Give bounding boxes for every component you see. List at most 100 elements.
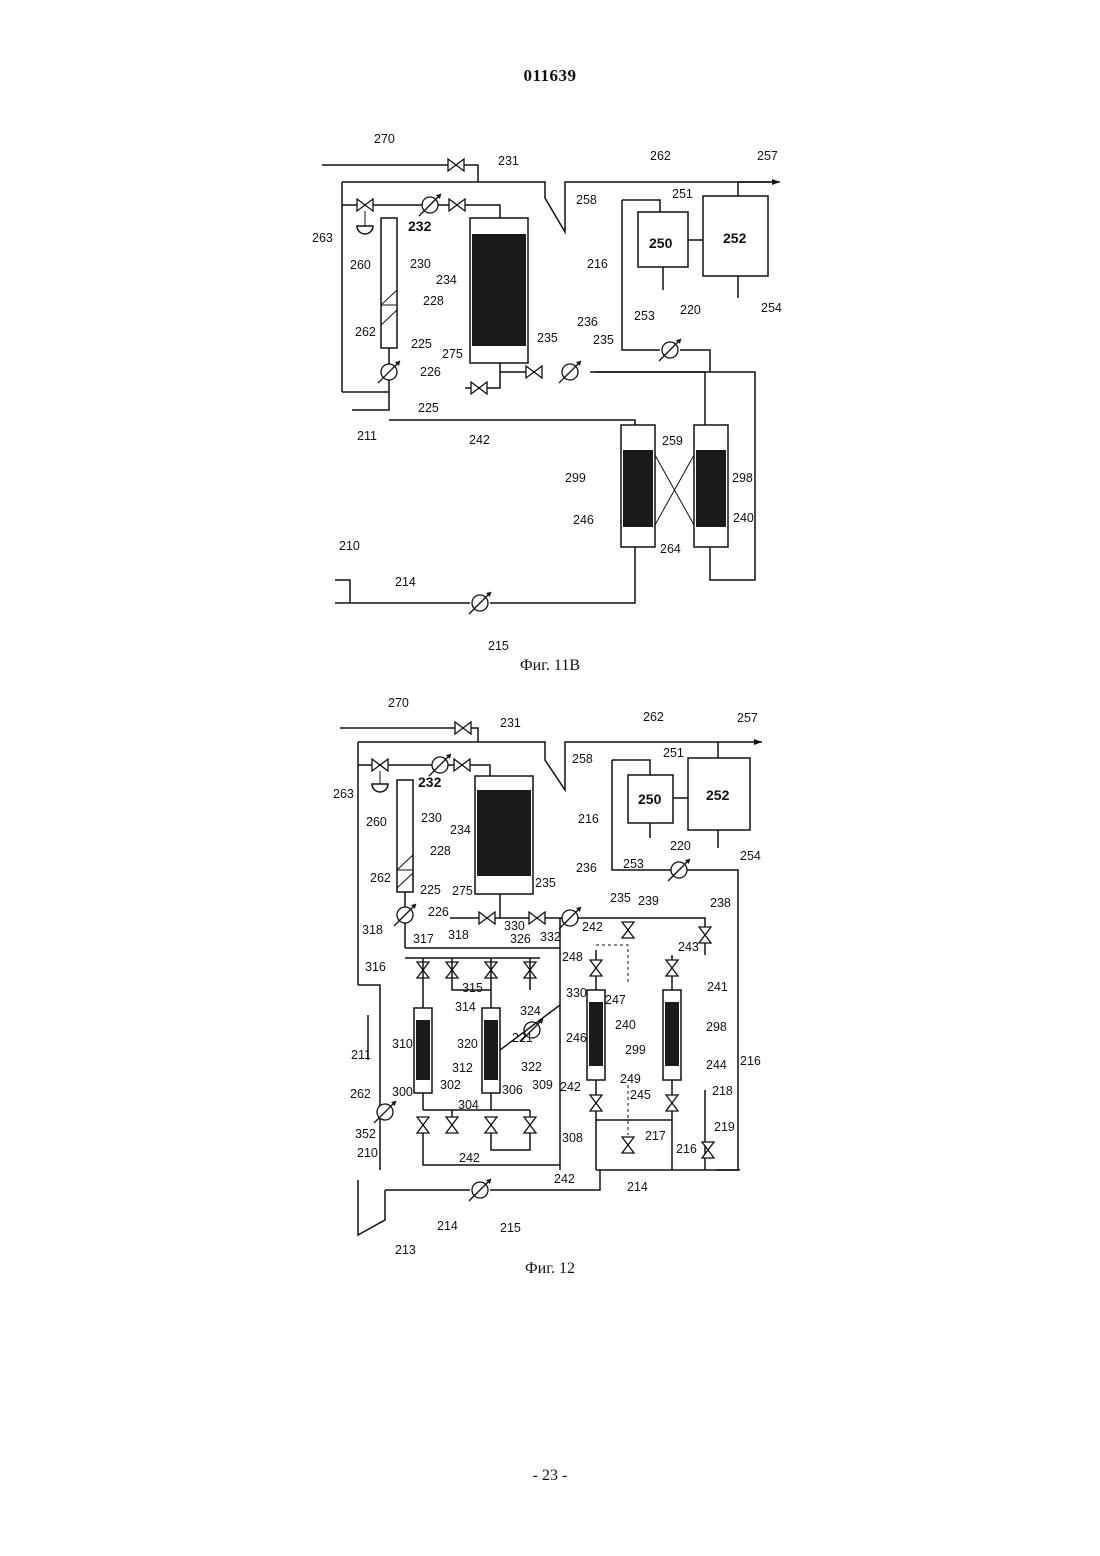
label: 260: [366, 815, 387, 829]
figure-11b-diagram: 270 231 262 257 258 251 263 232 250 252 …: [0, 120, 1100, 680]
label: 225: [418, 401, 439, 415]
label: 300: [392, 1085, 413, 1099]
label: 314: [455, 1000, 476, 1014]
label: 260: [350, 258, 371, 272]
label: 262: [650, 149, 671, 163]
label: 320: [457, 1037, 478, 1051]
label: 262: [350, 1087, 371, 1101]
label: 213: [395, 1243, 416, 1257]
label: 318: [362, 923, 383, 937]
label: 326: [510, 932, 531, 946]
label: 330: [504, 919, 525, 933]
label: 254: [740, 849, 761, 863]
label: 220: [680, 303, 701, 317]
label: 230: [421, 811, 442, 825]
label: 318: [448, 928, 469, 942]
label: 262: [355, 325, 376, 339]
label: 235: [535, 876, 556, 890]
label: 308: [562, 1131, 583, 1145]
label: 226: [428, 905, 449, 919]
label: 235: [593, 333, 614, 347]
figure-12-diagram: 270 231 262 257 258 251 263 232 250 252 …: [0, 690, 1100, 1290]
label: 245: [630, 1088, 651, 1102]
column-230: [381, 218, 397, 348]
label: 252: [723, 230, 747, 246]
label: 228: [430, 844, 451, 858]
label: 304: [458, 1098, 479, 1112]
label: 220: [670, 839, 691, 853]
label: 234: [436, 273, 457, 287]
label: 317: [413, 932, 434, 946]
label: 240: [615, 1018, 636, 1032]
label: 214: [627, 1180, 648, 1194]
label: 215: [500, 1221, 521, 1235]
label: 332: [540, 930, 561, 944]
label: 214: [395, 575, 416, 589]
label: 230: [410, 257, 431, 271]
label: 231: [500, 716, 521, 730]
label: 244: [706, 1058, 727, 1072]
label: 216: [740, 1054, 761, 1068]
label: 316: [365, 960, 386, 974]
label: 315: [462, 981, 483, 995]
label: 257: [757, 149, 778, 163]
label: 252: [706, 787, 730, 803]
figure-12: 270 231 262 257 258 251 263 232 250 252 …: [0, 690, 1100, 1290]
label: 228: [423, 294, 444, 308]
label: 211: [357, 429, 377, 443]
label: 215: [488, 639, 509, 653]
label: 309: [532, 1078, 553, 1092]
label: 258: [576, 193, 597, 207]
label: 242: [554, 1172, 575, 1186]
label: 232: [418, 774, 442, 790]
line-270: [322, 165, 478, 182]
label: 235: [610, 891, 631, 905]
label: 253: [623, 857, 644, 871]
label: 226: [420, 365, 441, 379]
label: 242: [582, 920, 603, 934]
label: 264: [660, 542, 681, 556]
label: 239: [638, 894, 659, 908]
label: 236: [577, 315, 598, 329]
label: 234: [450, 823, 471, 837]
label: 211: [351, 1048, 371, 1062]
label: 216: [587, 257, 608, 271]
label: 302: [440, 1078, 461, 1092]
label: 324: [520, 1004, 541, 1018]
label: 250: [638, 791, 662, 807]
label: 250: [649, 235, 673, 251]
label: 298: [732, 471, 753, 485]
label: 218: [712, 1084, 733, 1098]
label: 310: [392, 1037, 413, 1051]
label: 240: [733, 511, 754, 525]
label: 258: [572, 752, 593, 766]
label: 306: [502, 1083, 523, 1097]
label: 254: [761, 301, 782, 315]
label: 246: [573, 513, 594, 527]
label: 216: [676, 1142, 697, 1156]
label: 299: [625, 1043, 646, 1057]
label: 236: [576, 861, 597, 875]
label: 253: [634, 309, 655, 323]
page-number: - 23 -: [0, 1467, 1100, 1485]
label: 275: [442, 347, 463, 361]
label: 210: [357, 1146, 378, 1160]
figure-caption: Фиг. 11В: [520, 657, 580, 674]
label: 247: [605, 993, 626, 1007]
label: 259: [662, 434, 683, 448]
label: 242: [469, 433, 490, 447]
label: 221: [512, 1031, 533, 1045]
label: 322: [521, 1060, 542, 1074]
label: 262: [643, 710, 664, 724]
label: 270: [374, 132, 395, 146]
label: 330: [566, 986, 587, 1000]
label: 263: [333, 787, 354, 801]
label: 299: [565, 471, 586, 485]
label: 352: [355, 1127, 376, 1141]
label: 257: [737, 711, 758, 725]
label: 219: [714, 1120, 735, 1134]
label: 248: [562, 950, 583, 964]
label: 275: [452, 884, 473, 898]
label: 251: [672, 187, 693, 201]
label: 243: [678, 940, 699, 954]
